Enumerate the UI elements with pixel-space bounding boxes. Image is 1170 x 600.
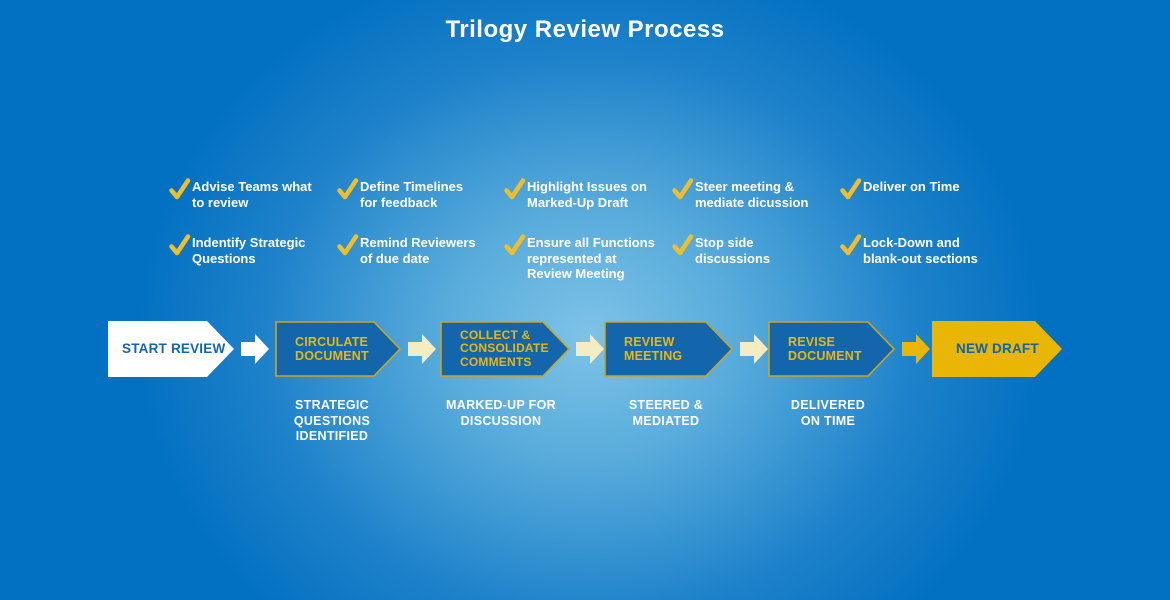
arrow-shape [932, 321, 1062, 377]
checkmark-icon [504, 234, 526, 256]
checkmark-icon [337, 178, 359, 200]
step-collect-consolidate: COLLECT & CONSOLIDATE COMMENTS [440, 321, 571, 377]
arrow-shape [275, 321, 402, 377]
step-label: REVISE DOCUMENT [788, 334, 862, 364]
sublabel-circulate: STRATEGIC QUESTIONS IDENTIFIED [293, 398, 371, 443]
checklist-item-text: Stop side discussions [695, 235, 771, 266]
step-new-draft: NEW DRAFT [932, 321, 1062, 377]
checklist-column-circulate: Advise Teams what to review Indentify St… [168, 178, 338, 309]
process-flow: START REVIEW CIRCULATE DOCUMENT COLLECT … [0, 321, 1170, 377]
checklist-column-collect: Define Timelines for feedback Remind Rev… [336, 178, 506, 309]
checklist-column-deliver: Deliver on Time Lock-Down and blank-out … [839, 178, 1009, 309]
step-start-review: START REVIEW [108, 321, 234, 377]
checklist-item-text: Deliver on Time [863, 179, 960, 194]
checkmark-icon [169, 178, 191, 200]
checkmark-icon [672, 178, 694, 200]
checklist-item-text: Lock-Down and blank-out sections [863, 235, 978, 266]
connector-arrow-icon [902, 334, 930, 364]
step-label: NEW DRAFT [956, 340, 1039, 356]
connector-arrow-icon [576, 334, 604, 364]
checkmark-icon [672, 234, 694, 256]
step-label: CIRCULATE DOCUMENT [295, 334, 369, 364]
checklist-item-text: Advise Teams what to review [192, 179, 312, 210]
checkmark-icon [504, 178, 526, 200]
connector-arrow-icon [241, 334, 269, 364]
connector-arrow-icon [740, 334, 768, 364]
checklist-item-text: Ensure all Functions represented at Revi… [527, 235, 655, 281]
arrow-shape [440, 321, 571, 377]
checklist-item-text: Indentify Strategic Questions [192, 235, 306, 266]
checklist-column-review-prep: Highlight Issues on Marked-Up Draft Ensu… [503, 178, 673, 309]
arrow-shape [768, 321, 896, 377]
checkmark-icon [840, 178, 862, 200]
sublabel-revise: DELIVERED ON TIME [790, 398, 866, 428]
arrow-shape [108, 321, 234, 377]
connector-arrow-icon [408, 334, 436, 364]
sublabel-review: STEERED & MEDIATED [628, 398, 704, 428]
step-label: COLLECT & CONSOLIDATE COMMENTS [460, 327, 549, 369]
checkmark-icon [169, 234, 191, 256]
step-circulate-document: CIRCULATE DOCUMENT [275, 321, 402, 377]
step-revise-document: REVISE DOCUMENT [768, 321, 896, 377]
page-title: Trilogy Review Process [445, 16, 725, 43]
checklist-item-text: Define Timelines for feedback [360, 179, 464, 210]
checklist-column-meeting: Steer meeting & mediate dicussion Stop s… [671, 178, 841, 309]
arrow-shape [604, 321, 734, 377]
checklist-item-text: Remind Reviewers of due date [360, 235, 476, 266]
sublabel-collect: MARKED-UP FOR DISCUSSION [446, 398, 556, 428]
checklist-item-text: Steer meeting & mediate dicussion [695, 179, 809, 210]
step-label: REVIEW MEETING [624, 334, 683, 364]
checklist-item-text: Highlight Issues on Marked-Up Draft [527, 179, 647, 210]
checkmark-icon [840, 234, 862, 256]
checkmark-icon [337, 234, 359, 256]
step-review-meeting: REVIEW MEETING [604, 321, 734, 377]
step-label: START REVIEW [122, 340, 226, 356]
